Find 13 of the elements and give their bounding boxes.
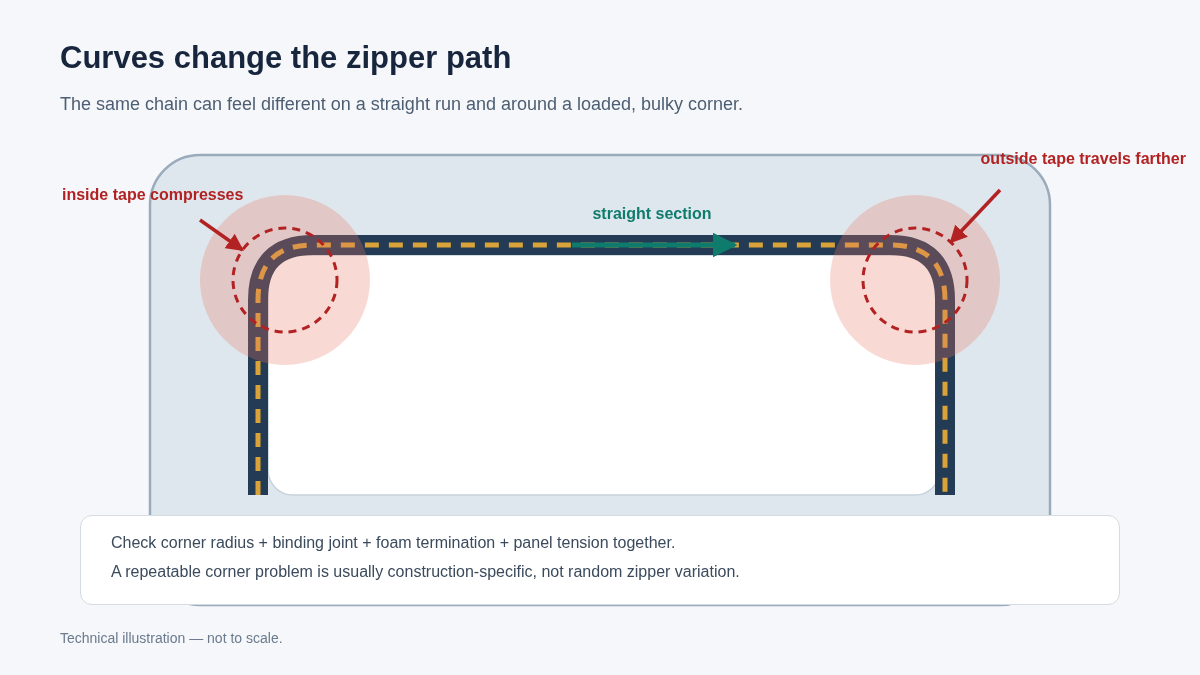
caption: Technical illustration — not to scale. [60,630,283,646]
note-card [80,515,1120,605]
subtitle: The same chain can feel different on a straight run and around a loaded, bulky corner. [60,94,744,115]
dashed-circle [861,226,969,334]
dashed-circle [231,226,339,334]
section-label: straight section [591,205,713,223]
leader-arrow [199,218,244,252]
note-text: Check corner radius + binding joint + foam termination + panel tension together. [111,534,677,552]
leader-arrow [949,188,1002,244]
callout-text: inside tape compresses [62,186,244,204]
note-text: A repeatable corner problem is usually construction-specific, not random zipper variation. [111,563,741,581]
title: Curves change the zipper path [60,40,512,76]
callout-text: outside tape travels farther [980,150,1186,168]
